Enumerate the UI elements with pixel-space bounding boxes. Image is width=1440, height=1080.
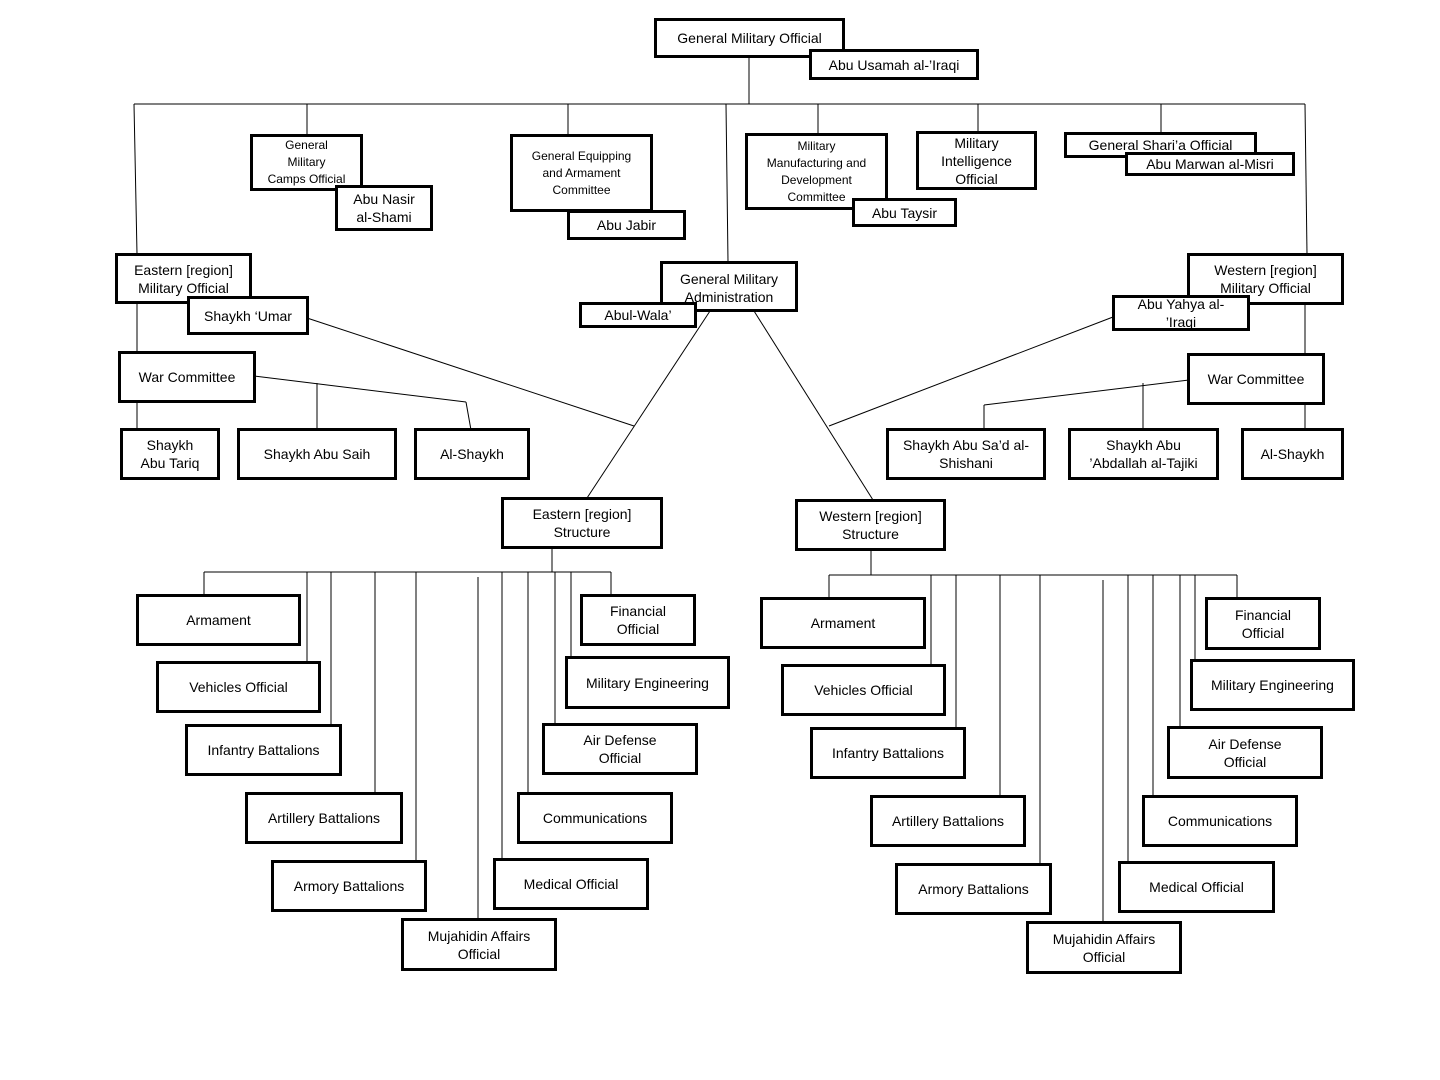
connector	[586, 310, 711, 499]
eastern-war-committee-member: Shaykh Abu Tariq	[120, 428, 220, 480]
western-unit-armory: Armory Battalions	[895, 863, 1052, 915]
eastern-unit-artillery: Artillery Battalions	[245, 792, 403, 844]
eastern-unit-communications: Communications	[517, 792, 673, 844]
eastern-unit-infantry: Infantry Battalions	[185, 724, 342, 776]
general-military-administration-person: Abul-Wala’	[579, 302, 697, 328]
connector	[753, 310, 874, 501]
western-unit-medical: Medical Official	[1118, 861, 1275, 913]
equipping-committee-person: Abu Jabir	[567, 210, 686, 240]
eastern-unit-medical: Medical Official	[493, 858, 649, 910]
connector	[725, 103, 729, 263]
eastern-military-official-box: Eastern [region] Military Official	[115, 253, 252, 304]
eastern-unit-military-engineering: Military Engineering	[565, 656, 730, 709]
western-unit-artillery: Artillery Battalions	[870, 795, 1026, 847]
eastern-unit-vehicles: Vehicles Official	[156, 661, 321, 713]
connector	[253, 375, 467, 403]
eastern-unit-mujahidin-affairs: Mujahidin Affairs Official	[401, 918, 557, 971]
eastern-war-committee-member: Shaykh Abu Saih	[237, 428, 397, 480]
western-unit-air-defense: Air Defense Official	[1167, 726, 1323, 779]
eastern-unit-armament: Armament	[136, 594, 301, 646]
western-unit-vehicles: Vehicles Official	[781, 664, 946, 716]
western-war-committee-member: Shaykh Abu ’Abdallah al-Tajiki	[1068, 428, 1219, 480]
western-war-committee-member: Al-Shaykh	[1241, 428, 1344, 480]
eastern-war-committee-box: War Committee	[118, 351, 256, 403]
manufacturing-committee-person: Abu Taysir	[852, 198, 957, 227]
western-war-committee-box: War Committee	[1187, 353, 1325, 405]
western-military-official-box: Western [region] Military Official	[1187, 253, 1344, 305]
western-unit-infantry: Infantry Battalions	[810, 727, 966, 779]
manufacturing-committee-box: Military Manufacturing and Development C…	[745, 133, 888, 210]
western-military-official-person: Abu Yahya al- ’Iraqi	[1112, 295, 1250, 331]
sharia-official-person: Abu Marwan al-Misri	[1125, 152, 1295, 176]
eastern-military-official-person: Shaykh ‘Umar	[187, 296, 309, 335]
western-unit-financial: Financial Official	[1205, 597, 1321, 650]
equipping-committee-box: General Equipping and Armament Committee	[510, 134, 653, 212]
camps-official-box: General Military Camps Official	[250, 134, 363, 191]
connector	[133, 103, 138, 255]
eastern-structure-box: Eastern [region] Structure	[501, 497, 663, 549]
eastern-unit-financial: Financial Official	[580, 594, 696, 646]
western-unit-armament: Armament	[760, 597, 926, 649]
western-unit-military-engineering: Military Engineering	[1190, 659, 1355, 711]
general-military-official-person: Abu Usamah al-’Iraqi	[809, 49, 979, 80]
eastern-war-committee-member: Al-Shaykh	[414, 428, 530, 480]
intelligence-official-box: Military Intelligence Official	[916, 131, 1037, 190]
eastern-unit-armory: Armory Battalions	[271, 860, 427, 912]
connector	[828, 316, 1114, 427]
camps-official-person: Abu Nasir al-Shami	[335, 185, 433, 231]
connector	[465, 401, 472, 431]
western-unit-communications: Communications	[1142, 795, 1298, 847]
eastern-unit-air-defense: Air Defense Official	[542, 723, 698, 775]
western-unit-mujahidin-affairs: Mujahidin Affairs Official	[1026, 921, 1182, 974]
western-structure-box: Western [region] Structure	[795, 499, 946, 551]
connector	[306, 317, 635, 427]
connector	[1304, 103, 1308, 255]
connector	[983, 379, 1190, 406]
western-war-committee-member: Shaykh Abu Sa’d al- Shishani	[886, 428, 1046, 480]
